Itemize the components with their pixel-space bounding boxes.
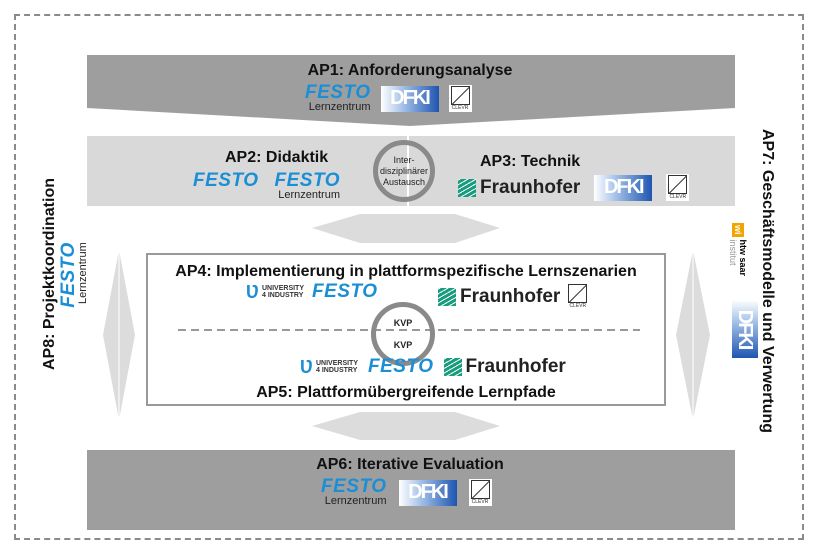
ap4-title: AP4: Implementierung in plattformspezifi… bbox=[175, 263, 637, 280]
ap8-title: AP8: Projektkoordination bbox=[41, 177, 58, 371]
fraunhofer-logo: Fraunhofer bbox=[438, 286, 560, 308]
festo-logo: FESTO bbox=[193, 170, 259, 191]
fraunhofer-logo: Fraunhofer bbox=[458, 177, 580, 199]
ap3-title: AP3: Technik bbox=[480, 153, 581, 170]
dfki-logo: DFKI bbox=[732, 300, 758, 358]
ap5-title: AP5: Plattformübergreifende Lernpfade bbox=[256, 384, 556, 401]
ap4-logos-right: Fraunhofer CLEVR bbox=[438, 283, 590, 310]
clevr-logo: CLEVR bbox=[666, 174, 690, 201]
clevr-logo: CLEVR bbox=[468, 479, 492, 506]
ap7-title: AP7: Geschäftsmodelle und Verwertung bbox=[759, 129, 776, 434]
festo-logo: FESTO bbox=[312, 281, 378, 302]
ap3-logos: Fraunhofer DFKI CLEVR bbox=[458, 174, 690, 201]
ap1-title: AP1: Anforderungsanalyse bbox=[307, 62, 513, 79]
fraunhofer-logo: Fraunhofer bbox=[443, 356, 566, 378]
ap6-title: AP6: Iterative Evaluation bbox=[316, 456, 504, 473]
festo-logo: FESTO bbox=[368, 356, 434, 377]
outer-dashed-frame bbox=[14, 14, 804, 540]
dfki-logo: DFKI bbox=[398, 479, 457, 506]
arrow-ap3-to-ap4 bbox=[312, 214, 500, 243]
ap2-title: AP2: Didaktik bbox=[225, 149, 329, 166]
clevr-logo: CLEVR bbox=[566, 283, 590, 310]
dfki-logo: DFKI bbox=[594, 174, 653, 201]
clevr-logo: CLEVR bbox=[448, 85, 472, 112]
arrow-ap5-to-ap6 bbox=[312, 412, 500, 440]
dfki-logo: DFKI bbox=[380, 85, 439, 112]
